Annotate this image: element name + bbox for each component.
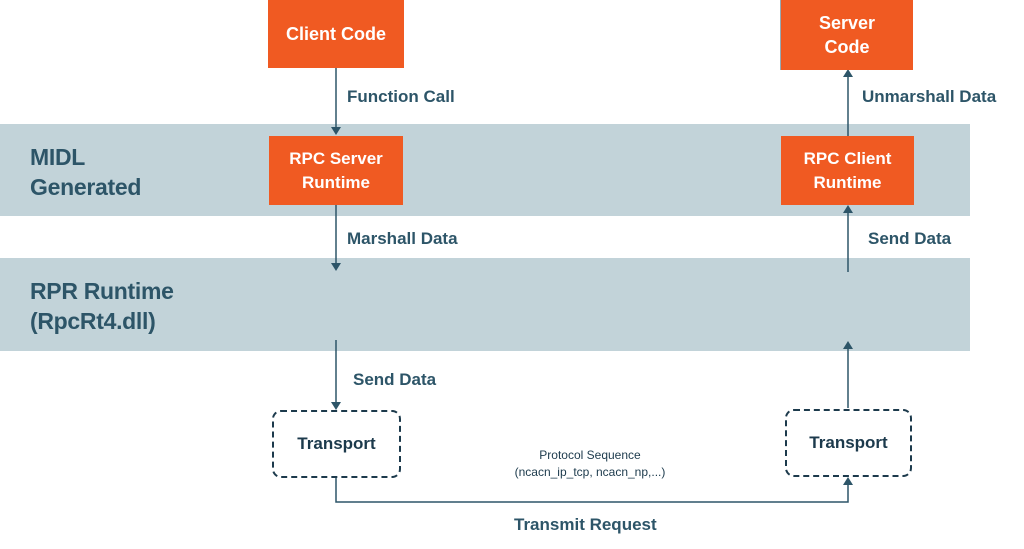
client-code-box: Client Code (268, 0, 404, 68)
rpr-label-line1: RPR Runtime (30, 278, 174, 304)
function-call-arrowhead (331, 127, 341, 135)
client-code-label: Client Code (285, 24, 386, 44)
rpr-label-line2: (RpcRt4.dll) (30, 308, 156, 334)
server-code-line1: Server (818, 13, 876, 33)
marshall-data-arrowhead (331, 263, 341, 271)
rpr-runtime-label: RPR Runtime (RpcRt4.dll) (30, 276, 174, 336)
marshall-data-label: Marshall Data (347, 229, 458, 248)
midl-label-line1: MIDL (30, 144, 86, 170)
rpc-server-runtime-line1: RPC Server (289, 148, 383, 168)
transmit-request-arrowhead (843, 477, 853, 485)
send-data-right-label: Send Data (868, 229, 952, 248)
unmarshall-data-arrowhead (843, 69, 853, 77)
send-data-left-arrowhead (331, 402, 341, 410)
transport-left-label: Transport (297, 434, 376, 453)
send-data-right-up-arrowhead (843, 341, 853, 349)
midl-generated-label: MIDL Generated (30, 142, 141, 202)
transport-right-box: Transport (785, 409, 912, 477)
protocol-sequence-line1: Protocol Sequence (539, 448, 641, 462)
rpr-runtime-band (0, 258, 970, 351)
rpc-client-runtime-line1: RPC Client (803, 148, 892, 168)
send-data-right-arrowhead (843, 205, 853, 213)
protocol-sequence-line2: (ncacn_ip_tcp, ncacn_np,...) (514, 465, 666, 479)
transmit-request-label: Transmit Request (514, 515, 657, 534)
server-code-line2: Code (824, 37, 870, 57)
transmit-request-path (335, 478, 849, 503)
rpc-client-runtime-line2: Runtime (813, 172, 882, 192)
unmarshall-data-label: Unmarshall Data (862, 87, 997, 106)
rpc-server-runtime-line2: Runtime (302, 172, 370, 192)
send-data-left-label: Send Data (353, 370, 437, 389)
rpc-server-runtime-box: RPC Server Runtime (269, 136, 403, 205)
function-call-label: Function Call (347, 87, 455, 106)
protocol-sequence-label: Protocol Sequence (ncacn_ip_tcp, ncacn_n… (490, 447, 690, 481)
rpc-client-runtime-box: RPC Client Runtime (781, 136, 914, 205)
transport-right-label: Transport (809, 433, 888, 452)
midl-label-line2: Generated (30, 174, 142, 200)
server-code-box: Server Code (781, 0, 913, 70)
transport-left-box: Transport (272, 410, 401, 478)
